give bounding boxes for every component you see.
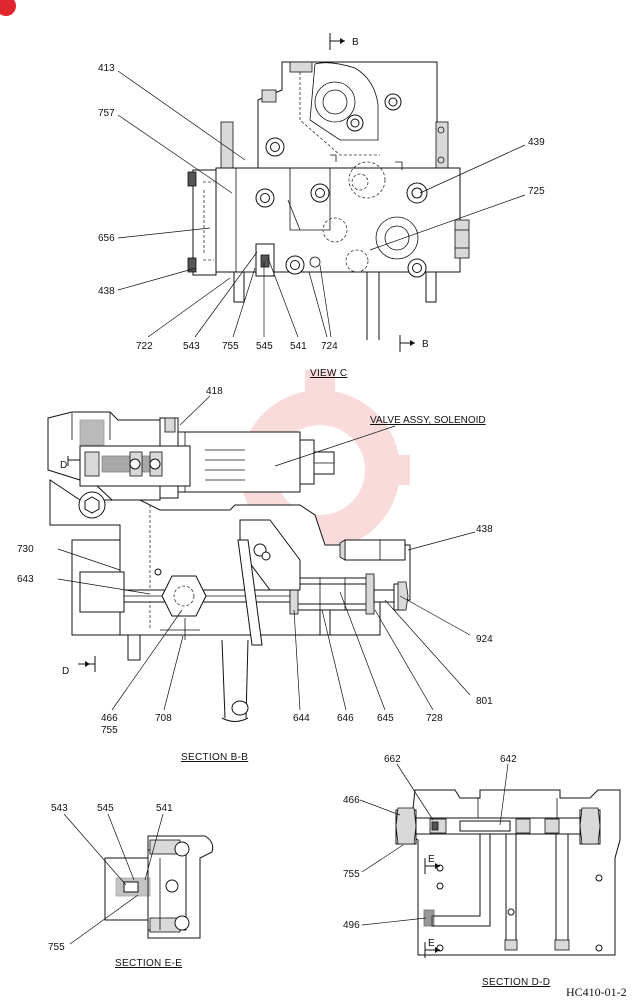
part-label-438: 438 bbox=[98, 286, 115, 297]
part-label-644: 644 bbox=[293, 713, 310, 724]
section-marker-e-bottom: E bbox=[428, 938, 435, 949]
section-marker-d-bottom: D bbox=[62, 666, 69, 677]
part-label-730: 730 bbox=[17, 544, 34, 555]
section-bb-leaders bbox=[57, 395, 476, 711]
part-label-413: 413 bbox=[98, 63, 115, 74]
view-c-drawing bbox=[187, 33, 470, 352]
part-label-725: 725 bbox=[528, 186, 545, 197]
part-label-418: 418 bbox=[206, 386, 223, 397]
section-ee-drawing bbox=[104, 835, 214, 939]
part-label-642: 642 bbox=[500, 754, 517, 765]
section-dd-drawing bbox=[395, 789, 621, 958]
section-marker-e-top: E bbox=[428, 854, 435, 865]
part-label-801: 801 bbox=[476, 696, 493, 707]
view-c-leaders bbox=[117, 70, 526, 338]
part-label-541: 541 bbox=[290, 341, 307, 352]
part-label-466: 466 bbox=[101, 713, 118, 724]
part-label-722: 722 bbox=[136, 341, 153, 352]
section-bb-title: SECTION B-B bbox=[181, 752, 248, 763]
section-ee-title: SECTION E-E bbox=[115, 958, 182, 969]
part-label-662: 662 bbox=[384, 754, 401, 765]
valve-assy-callout: VALVE ASSY, SOLENOID bbox=[370, 415, 486, 426]
part-label-439: 439 bbox=[528, 137, 545, 148]
section-marker-b-top: B bbox=[352, 37, 359, 48]
part-label-466-d: 466 bbox=[343, 795, 360, 806]
part-label-708: 708 bbox=[155, 713, 172, 724]
part-label-755-d: 755 bbox=[343, 869, 360, 880]
part-label-545-e: 545 bbox=[97, 803, 114, 814]
section-marker-d-top: D bbox=[60, 460, 67, 471]
section-marker-b-bottom: B bbox=[422, 339, 429, 350]
section-ee-leaders bbox=[63, 813, 164, 945]
part-label-643: 643 bbox=[17, 574, 34, 585]
part-label-543-e: 543 bbox=[51, 803, 68, 814]
part-label-646: 646 bbox=[337, 713, 354, 724]
part-label-656: 656 bbox=[98, 233, 115, 244]
part-label-924: 924 bbox=[476, 634, 493, 645]
part-label-438-b: 438 bbox=[476, 524, 493, 535]
part-label-724: 724 bbox=[321, 341, 338, 352]
section-dd-leaders bbox=[359, 763, 509, 926]
part-label-496: 496 bbox=[343, 920, 360, 931]
part-label-755-e: 755 bbox=[48, 942, 65, 953]
part-label-545: 545 bbox=[256, 341, 273, 352]
part-label-755-b: 755 bbox=[101, 725, 118, 736]
view-c-title: VIEW C bbox=[310, 368, 347, 379]
corner-mark-icon bbox=[0, 0, 16, 16]
section-dd-title: SECTION D-D bbox=[482, 977, 550, 988]
part-label-645: 645 bbox=[377, 713, 394, 724]
part-label-728: 728 bbox=[426, 713, 443, 724]
part-label-543: 543 bbox=[183, 341, 200, 352]
part-label-757: 757 bbox=[98, 108, 115, 119]
part-label-755: 755 bbox=[222, 341, 239, 352]
part-label-541-e: 541 bbox=[156, 803, 173, 814]
drawing-code: HC410-01-2 bbox=[566, 985, 627, 999]
section-bb-drawing bbox=[47, 411, 411, 722]
